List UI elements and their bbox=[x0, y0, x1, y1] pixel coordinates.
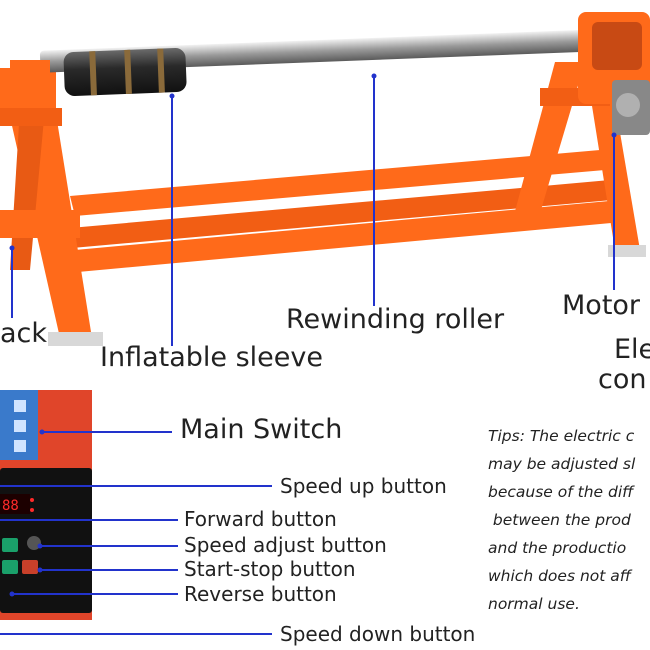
motor-art bbox=[578, 12, 650, 135]
tips-line: Tips: The electric c bbox=[488, 427, 635, 445]
rewinding-roller-label: Rewinding roller bbox=[286, 304, 505, 335]
electric-control-label-line2: con bbox=[598, 364, 647, 395]
rack-label: ack bbox=[0, 318, 48, 349]
control-panel-art: 88 bbox=[0, 390, 92, 620]
tips-line: normal use. bbox=[488, 595, 580, 613]
reverse-button-label: Reverse button bbox=[184, 582, 337, 606]
callout-lines bbox=[0, 76, 615, 635]
svg-text:88: 88 bbox=[2, 498, 19, 514]
speed-up-button-label: Speed up button bbox=[280, 474, 447, 498]
rack-frame bbox=[0, 62, 646, 346]
sleeve-art bbox=[63, 48, 187, 96]
forward-button-label: Forward button bbox=[184, 507, 337, 531]
motor-label: Motor bbox=[562, 290, 641, 321]
tips-line: because of the diff bbox=[488, 483, 634, 501]
electric-control-label-line1: Ele bbox=[614, 334, 650, 365]
inflatable-sleeve-label: Inflatable sleeve bbox=[100, 342, 323, 373]
tips-note: Tips: The electric c may be adjusted sl … bbox=[488, 422, 650, 618]
tips-line: which does not aff bbox=[488, 567, 631, 585]
main-switch-label: Main Switch bbox=[180, 414, 343, 445]
tips-line: between the prod bbox=[488, 511, 631, 529]
speed-down-button-label: Speed down button bbox=[280, 622, 476, 646]
start-stop-button-label: Start-stop button bbox=[184, 557, 356, 581]
left-bracket bbox=[10, 60, 50, 108]
tips-line: and the productio bbox=[488, 539, 627, 557]
speed-adjust-button-label: Speed adjust button bbox=[184, 533, 387, 557]
tips-line: may be adjusted sl bbox=[488, 455, 636, 473]
